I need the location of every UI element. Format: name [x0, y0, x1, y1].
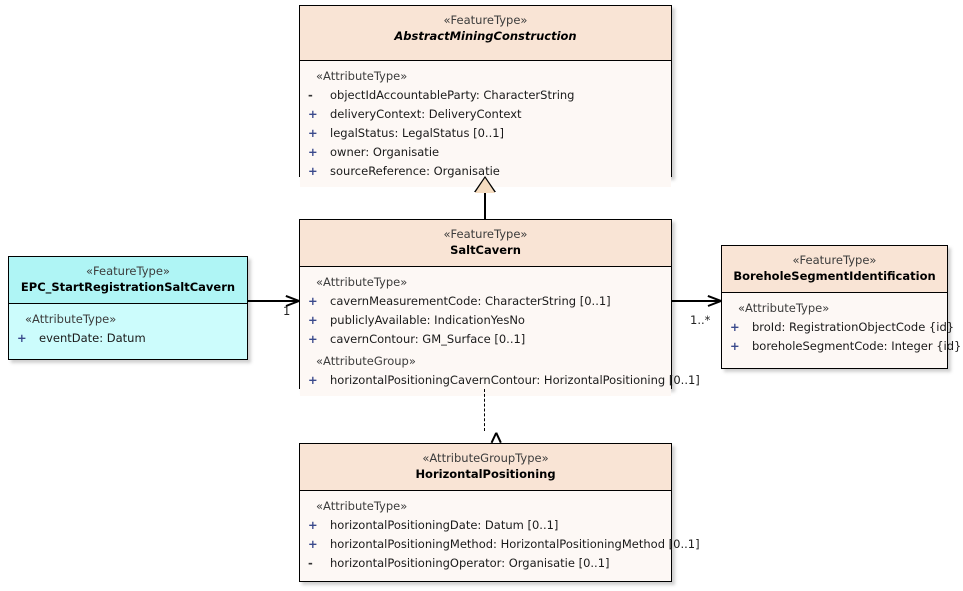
attribute-signature: horizontalPositioningDate: Datum [0..1]: [330, 518, 559, 532]
attribute-signature: legalStatus: LegalStatus [0..1]: [330, 126, 505, 140]
attribute-row[interactable]: + cavernContour: GM_Surface [0..1]: [304, 330, 667, 349]
attribute-group-label: «AttributeType»: [738, 301, 830, 315]
class-stereotype: «FeatureType»: [792, 253, 877, 267]
visibility-marker: +: [17, 331, 27, 345]
attribute-signature: horizontalPositioningOperator: Organisat…: [330, 556, 610, 570]
class-header-salt-cavern: «FeatureType» SaltCavern: [300, 220, 671, 267]
class-stereotype: «FeatureType»: [443, 227, 528, 241]
class-body-borehole-segment-identification: «AttributeType» + broId: RegistrationObj…: [722, 293, 961, 362]
attribute-signature: eventDate: Datum: [39, 331, 146, 345]
attribute-row[interactable]: + cavernMeasurementCode: CharacterString…: [304, 292, 667, 311]
class-name: SaltCavern: [450, 243, 521, 257]
visibility-marker: +: [730, 339, 740, 353]
attribute-signature: cavernContour: GM_Surface [0..1]: [330, 332, 526, 346]
attribute-row[interactable]: + horizontalPositioningMethod: Horizonta…: [304, 535, 700, 554]
class-box-epc-start-registration-salt-cavern[interactable]: «FeatureType» EPC_StartRegistrationSaltC…: [8, 256, 248, 360]
multiplicity-label-target: 1..*: [690, 313, 711, 327]
class-name: AbstractMiningConstruction: [394, 29, 577, 43]
attribute-row[interactable]: + broId: RegistrationObjectCode {id}: [726, 318, 954, 337]
attribute-signature: horizontalPositioningCavernContour: Hori…: [330, 373, 700, 387]
connector-line: [484, 192, 486, 220]
connector-line: [248, 300, 299, 302]
class-body-salt-cavern: «AttributeType» + cavernMeasurementCode:…: [300, 267, 700, 396]
attribute-group-label: «AttributeType»: [25, 312, 117, 326]
attribute-row[interactable]: + boreholeSegmentCode: Integer {id}: [726, 337, 961, 356]
attribute-row[interactable]: + horizontalPositioningDate: Datum [0..1…: [304, 516, 667, 535]
attribute-row[interactable]: + horizontalPositioningCavernContour: Ho…: [304, 371, 700, 390]
attribute-row[interactable]: + legalStatus: LegalStatus [0..1]: [304, 124, 667, 143]
attribute-group-label: «AttributeGroup»: [316, 354, 416, 368]
visibility-marker: +: [308, 332, 318, 346]
class-name: EPC_StartRegistrationSaltCavern: [20, 280, 236, 294]
class-name: BoreholeSegmentIdentification: [733, 269, 936, 283]
attribute-row[interactable]: - objectIdAccountableParty: CharacterStr…: [304, 86, 667, 105]
visibility-marker: +: [308, 373, 318, 387]
class-stereotype: «FeatureType»: [443, 13, 528, 27]
visibility-marker: -: [308, 88, 313, 102]
attribute-signature: broId: RegistrationObjectCode {id}: [752, 320, 955, 334]
class-box-horizontal-positioning[interactable]: «AttributeGroupType» HorizontalPositioni…: [299, 443, 700, 582]
class-box-salt-cavern[interactable]: «FeatureType» SaltCavern «AttributeType»…: [299, 219, 700, 396]
attribute-signature: publiclyAvailable: IndicationYesNo: [330, 313, 525, 327]
attribute-signature: owner: Organisatie: [330, 145, 440, 159]
visibility-marker: +: [308, 107, 318, 121]
visibility-marker: +: [308, 313, 318, 327]
visibility-marker: +: [308, 126, 318, 140]
class-box-abstract-mining-construction[interactable]: «FeatureType» AbstractMiningConstruction…: [299, 5, 672, 187]
visibility-marker: +: [308, 537, 318, 551]
visibility-marker: +: [308, 518, 318, 532]
class-box-borehole-segment-identification[interactable]: «FeatureType» BoreholeSegmentIdentificat…: [721, 245, 961, 369]
multiplicity-label-target: 1: [283, 304, 291, 318]
connector-line-dashed: [484, 389, 485, 431]
class-stereotype: «AttributeGroupType»: [422, 451, 549, 465]
attribute-row[interactable]: + owner: Organisatie: [304, 143, 667, 162]
class-stereotype: «FeatureType»: [86, 264, 170, 278]
attribute-signature: cavernMeasurementCode: CharacterString […: [330, 294, 611, 308]
class-header-epc-start-registration-salt-cavern: «FeatureType» EPC_StartRegistrationSaltC…: [9, 257, 247, 304]
visibility-marker: +: [308, 164, 318, 178]
attribute-row[interactable]: + sourceReference: Organisatie: [304, 162, 667, 181]
visibility-marker: -: [308, 556, 313, 570]
attribute-row[interactable]: + deliveryContext: DeliveryContext: [304, 105, 667, 124]
class-body-epc-start-registration-salt-cavern: «AttributeType» + eventDate: Datum: [9, 304, 247, 354]
attribute-signature: deliveryContext: DeliveryContext: [330, 107, 522, 121]
attribute-group-label: «AttributeType»: [316, 69, 408, 83]
attribute-group-label: «AttributeType»: [316, 499, 408, 513]
attribute-row[interactable]: + publiclyAvailable: IndicationYesNo: [304, 311, 667, 330]
attribute-row[interactable]: + eventDate: Datum: [13, 329, 243, 348]
attribute-signature: sourceReference: Organisatie: [330, 164, 500, 178]
arrowhead-stroke-right: [495, 432, 502, 444]
generalization-arrowhead: [475, 178, 495, 193]
class-body-abstract-mining-construction: «AttributeType» - objectIdAccountablePar…: [300, 61, 671, 187]
attribute-row[interactable]: - horizontalPositioningOperator: Organis…: [304, 554, 667, 573]
attribute-group-label: «AttributeType»: [316, 275, 408, 289]
attribute-signature: horizontalPositioningMethod: HorizontalP…: [330, 537, 700, 551]
class-body-horizontal-positioning: «AttributeType» + horizontalPositioningD…: [300, 491, 700, 579]
class-header-abstract-mining-construction: «FeatureType» AbstractMiningConstruction: [300, 6, 671, 61]
connector-line: [672, 300, 721, 302]
visibility-marker: +: [308, 294, 318, 308]
class-header-horizontal-positioning: «AttributeGroupType» HorizontalPositioni…: [300, 444, 671, 491]
attribute-signature: objectIdAccountableParty: CharacterStrin…: [330, 88, 575, 102]
class-name: HorizontalPositioning: [415, 467, 556, 481]
class-header-borehole-segment-identification: «FeatureType» BoreholeSegmentIdentificat…: [722, 246, 947, 293]
visibility-marker: +: [730, 320, 740, 334]
visibility-marker: +: [308, 145, 318, 159]
attribute-signature: boreholeSegmentCode: Integer {id}: [752, 339, 962, 353]
